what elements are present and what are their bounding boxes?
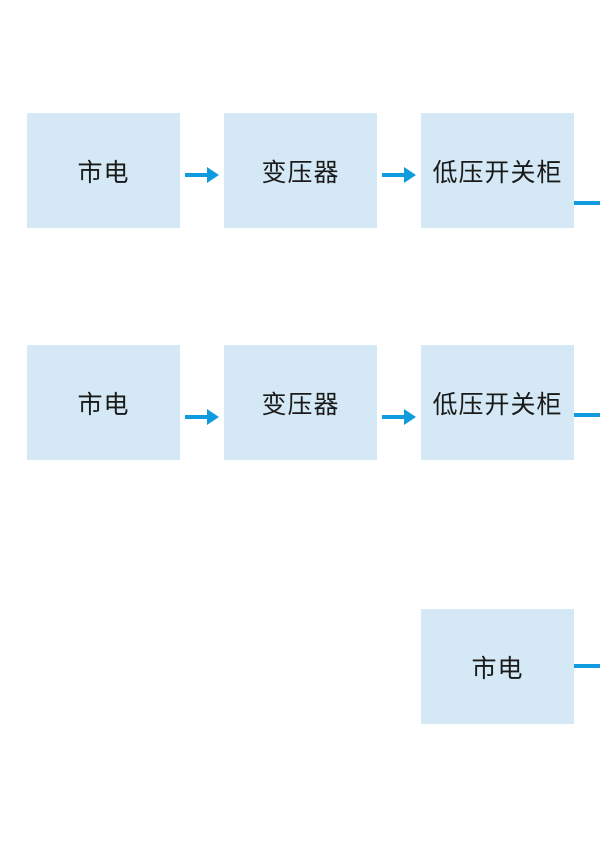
node-label: 低压开关柜 [432, 158, 563, 187]
node-mains-row2: 市电 [27, 345, 180, 460]
flow-arrow-right-icon [382, 166, 416, 184]
arrow-shaft [382, 173, 406, 177]
node-label: 变压器 [261, 390, 340, 419]
node-label: 市电 [471, 654, 524, 683]
arrow-head [404, 167, 416, 183]
node-label: 变压器 [261, 158, 340, 187]
arrow-shaft [382, 415, 406, 419]
connector-line-row3 [574, 664, 600, 668]
node-lv-switchgear-row1: 低压开关柜 [421, 113, 574, 228]
node-label: 市电 [77, 390, 130, 419]
node-lv-switchgear-row2: 低压开关柜 [421, 345, 574, 460]
node-label: 市电 [77, 158, 130, 187]
connector-line-row2 [574, 413, 600, 417]
flow-arrow-right-icon [382, 408, 416, 426]
flow-arrow-right-icon [185, 408, 219, 426]
arrow-shaft [185, 173, 209, 177]
node-mains-row1: 市电 [27, 113, 180, 228]
arrow-head [207, 167, 219, 183]
connector-line-row1 [574, 201, 600, 205]
node-mains-row3: 市电 [421, 609, 574, 724]
arrow-head [207, 409, 219, 425]
arrow-shaft [185, 415, 209, 419]
node-transformer-row2: 变压器 [224, 345, 377, 460]
node-label: 低压开关柜 [432, 390, 563, 419]
arrow-head [404, 409, 416, 425]
node-transformer-row1: 变压器 [224, 113, 377, 228]
flow-arrow-right-icon [185, 166, 219, 184]
